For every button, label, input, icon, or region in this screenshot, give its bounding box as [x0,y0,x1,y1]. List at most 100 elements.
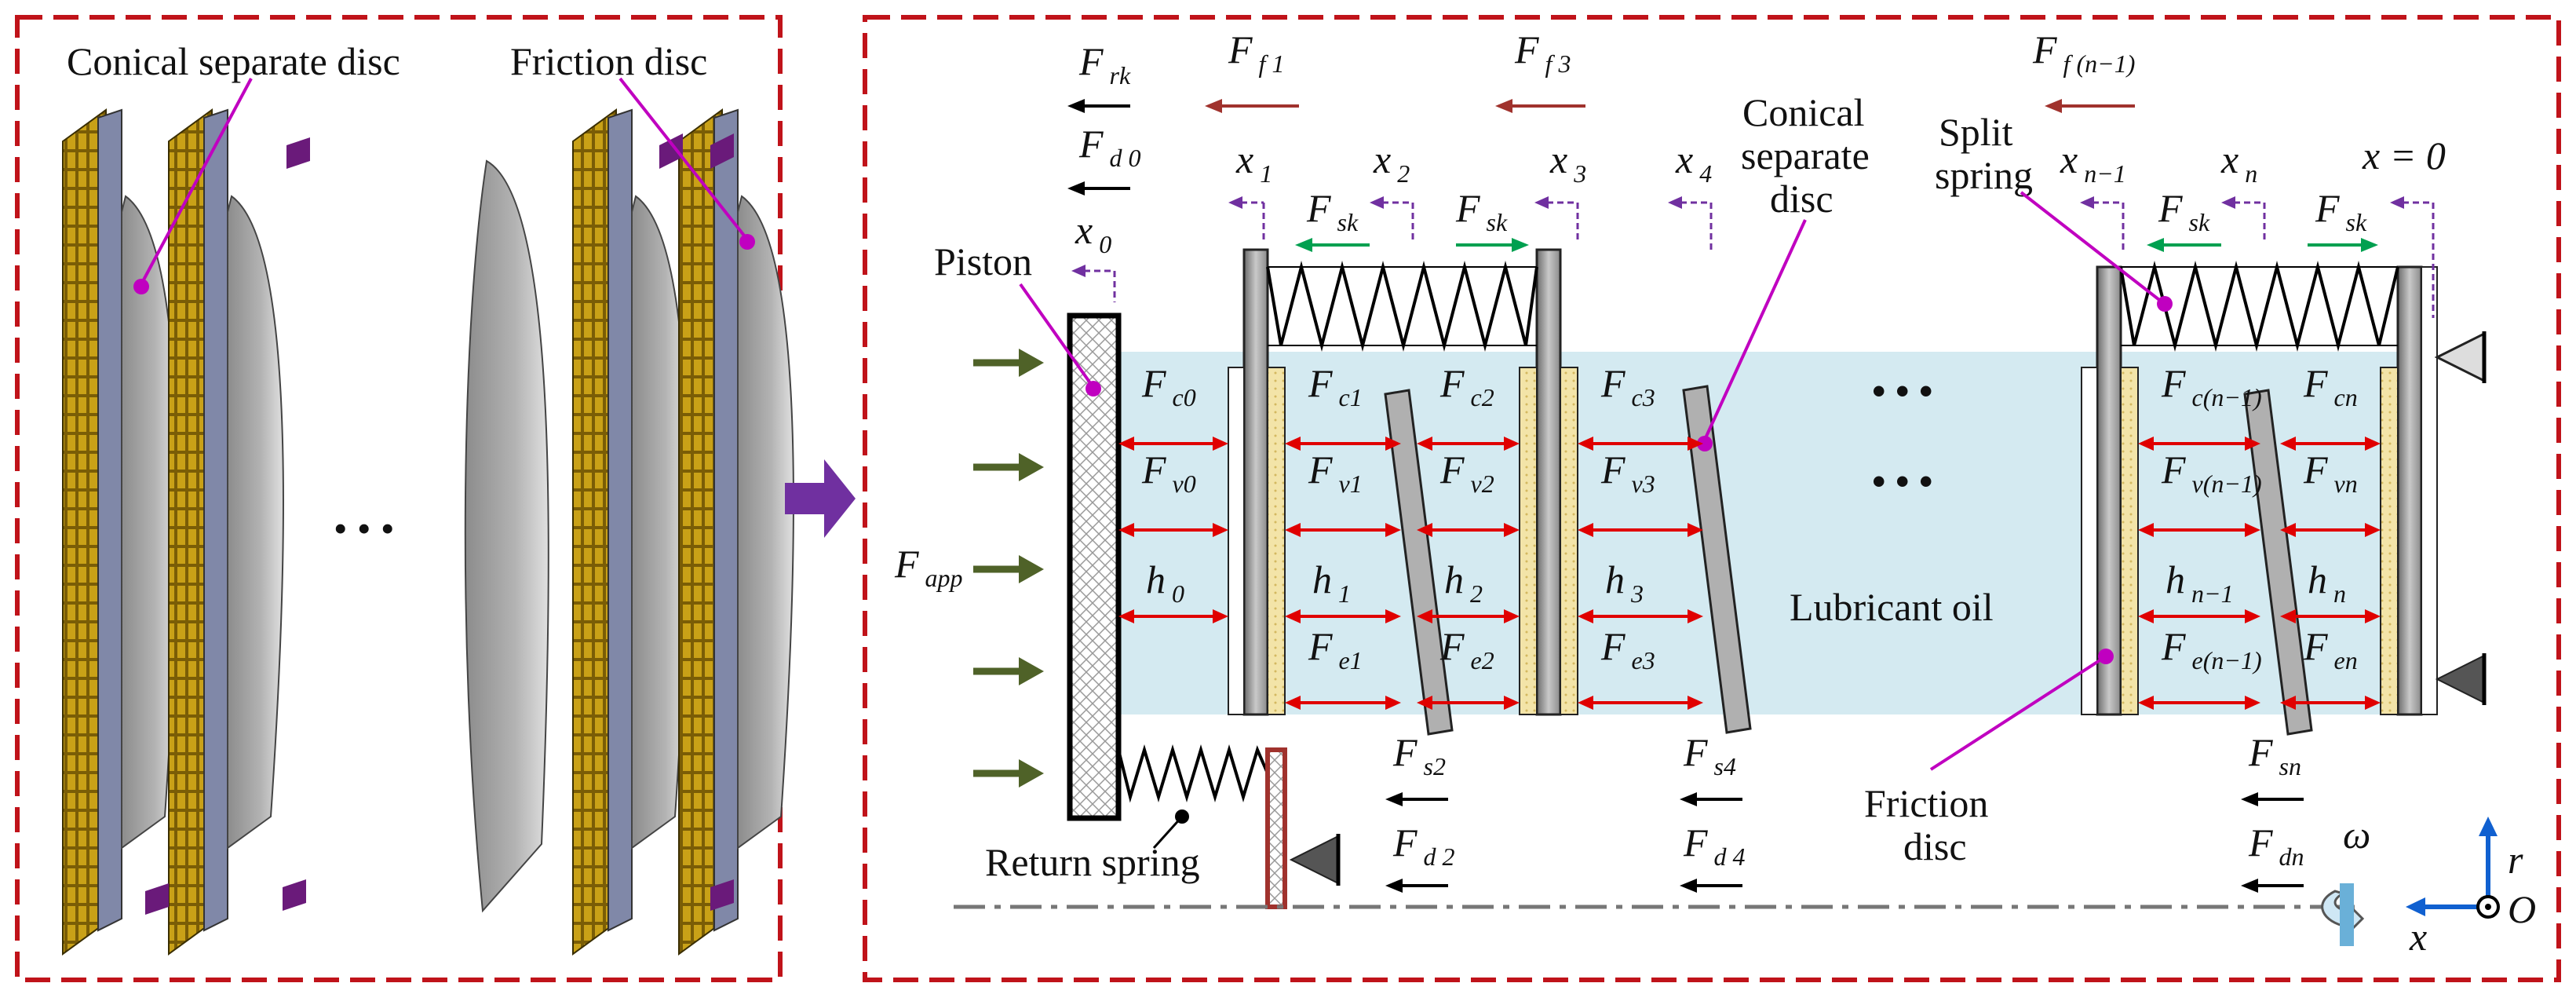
leader-return-spring [1152,815,1184,850]
split-spring-1 [1266,261,1538,352]
gap-arrow-h-2-left-icon [1417,609,1432,623]
label-xn: x n [2220,137,2257,188]
label-c-3: F c3 [1600,361,1655,411]
arrow-fs2-head-icon [1385,792,1403,806]
applied-force-head-icon-3 [1019,657,1044,685]
label-e-3: F e3 [1600,624,1655,674]
dot-split [2157,296,2173,312]
label-x4: x 4 [1675,137,1712,188]
conical-disc-3 [2243,389,2313,736]
gap-arrow-v-1-right-icon [1385,523,1401,537]
arrow-fs4-head-icon [1680,792,1697,806]
standalone-disc [464,159,549,913]
gap-arrow-c-0-left-icon [1118,437,1134,451]
label-v-0: F v0 [1141,448,1196,498]
applied-force-head-icon-2 [1019,555,1044,583]
gap-arrow-e-5-right-icon [2365,696,2381,710]
gap-arrow-v-2-right-icon [1504,523,1520,537]
gap-arrow-v-0-left-icon [1118,523,1134,537]
gap-arrow-h-5-right-icon [2365,609,2381,623]
label-friction-line1: Friction [1864,781,1988,825]
arrow-fsn-head-icon [2241,792,2258,806]
gap-arrow-h-3-right-icon [1688,609,1703,623]
label-ff3: F f 3 [1514,27,1571,78]
arrow-fsk-3-head-icon [2147,238,2164,252]
gap-arrow-v-3-left-icon [1578,523,1593,537]
arrow-fsk-1-head-icon [1295,238,1312,252]
conical-plate [227,195,284,850]
gap-arrow-e-1-left-icon [1285,696,1301,710]
gap-arrow-c-2-left-icon [1417,437,1432,451]
gap-arrow-e-1-right-icon [1385,696,1401,710]
gap-arrow-c-4-right-icon [2245,437,2260,451]
housing-end [2421,266,2438,715]
applied-force-head-icon-1 [1019,453,1044,481]
gap-arrow-h-3-left-icon [1578,609,1593,623]
left-ellipsis: • • • [334,506,395,550]
gap-arrow-c-4-left-icon [2138,437,2154,451]
label-fsn: F sn [2248,730,2301,780]
axis-x-label: x [2409,915,2427,959]
label-split-line1: Split [1939,110,2013,154]
friction-disc-stack [572,108,688,956]
gap-arrow-h-1-right-icon [1385,609,1401,623]
gap-arrow-h-2-right-icon [1504,609,1520,623]
friction-facing-4 [2380,367,2399,715]
hub-ring [203,108,228,932]
label-h-5: h n [2308,557,2346,608]
label-c-4: F c(n−1) [2161,361,2262,411]
label-x2: x 2 [1373,137,1410,188]
disp-xn1-head-icon [2080,196,2094,209]
return-spring-stop [1265,747,1287,909]
omega-label: ω [2343,813,2370,857]
label-conical-separate-disc: Conical separate disc [67,39,400,83]
gap-arrow-e-2-right-icon [1504,696,1520,710]
dot-conical [133,279,149,294]
hub-ring [608,108,633,932]
label-c-2: F c2 [1439,361,1494,411]
transition-arrow-icon [785,459,856,538]
gap-arrow-c-2-right-icon [1504,437,1520,451]
friction-facing-2 [1560,367,1578,715]
applied-force-head-icon-4 [1019,759,1044,788]
friction-facing-2b [1519,367,1538,715]
label-h-0: h 0 [1146,557,1184,608]
gap-arrow-c-1-right-icon [1385,437,1401,451]
separator-plate-2 [1535,248,1562,716]
label-h-2: h 2 [1444,557,1483,608]
leader-piston [1019,283,1094,388]
right-frame [863,15,2561,982]
oil-region [1118,352,2433,714]
label-c-1: F c1 [1308,361,1363,411]
arrow-fsk-2-head-icon [1512,238,1529,252]
applied-force-head-icon-0 [1019,349,1044,377]
leader-friction-right [1929,656,2105,771]
label-c-0: F c0 [1141,361,1196,411]
label-conical-line1: Conical [1742,90,1865,134]
gap-arrow-h-5-left-icon [2280,609,2296,623]
friction-disc-stack [168,108,284,956]
gap-arrow-c-5-right-icon [2365,437,2381,451]
arrow-ff1-head-icon [1205,99,1222,113]
dot-piston [1085,381,1101,397]
arrow-fsk-4-head-icon [2361,238,2378,252]
disc-stack-illustration [62,108,794,956]
axis-o-label: O [2508,887,2536,931]
arrow-ffn1-head-icon [2045,99,2062,113]
arrow-frk-head-icon [1067,99,1085,113]
label-fs4: F s4 [1683,730,1736,780]
gap-arrow-h-0-left-icon [1118,609,1134,623]
label-fapp: F app [894,542,963,592]
leader-friction [618,77,749,241]
conical-disc-1 [1384,389,1454,736]
disp-x3-head-icon [1534,196,1549,209]
gap-arrow-c-5-left-icon [2280,437,2296,451]
label-v-3: F v3 [1600,448,1655,498]
disp-x0-head-icon [1071,265,1085,277]
gap-arrow-v-0-right-icon [1213,523,1228,537]
label-h-1: h 1 [1312,557,1351,608]
gap-arrow-c-1-left-icon [1285,437,1301,451]
leader-split [2020,191,2164,304]
gap-arrow-e-3-right-icon [1688,696,1703,710]
separator-plate-1 [1242,248,1269,716]
